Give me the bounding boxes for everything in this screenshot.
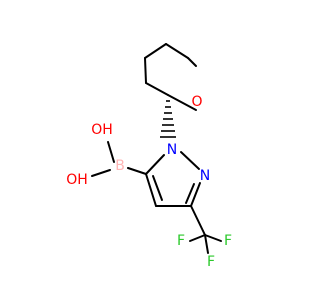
bond-thp-c4-c5 (144, 43, 167, 59)
bond-n1-n2 (180, 151, 200, 170)
atom-labels: O N N B OH OH F F F (66, 94, 232, 270)
atom-f-left: F (177, 233, 185, 249)
bonds (91, 43, 222, 254)
bond-cf3-f-right (204, 234, 222, 242)
bond-n2-c3 (190, 182, 201, 207)
bond-c5-b (127, 167, 147, 175)
bond-c4-c5-double (152, 175, 163, 201)
atom-f-bottom: F (207, 254, 215, 270)
bond-thp-c3-c4 (144, 57, 147, 84)
bond-cf3-f-left (189, 234, 206, 242)
molecule-structure: O N N B OH OH F F F (66, 43, 232, 270)
bond-b-oh-lower (91, 169, 111, 177)
bond-thp-c2-c3 (145, 82, 169, 96)
bond-thp-c5-c6 (165, 43, 189, 59)
stereo-hash-bond (160, 100, 176, 138)
bond-thp-c6-o (187, 57, 197, 67)
atom-oh-lower: OH (66, 172, 88, 188)
atom-n2: N (200, 168, 210, 184)
bond-thp-o-c2 (167, 94, 197, 111)
atom-o-ring: O (191, 94, 202, 110)
bond-b-oh-upper (107, 141, 115, 163)
bond-n2-c3-double (185, 183, 195, 204)
atom-b: B (115, 158, 125, 174)
atom-f-right: F (224, 233, 232, 249)
atom-n1: N (167, 142, 177, 158)
bond-c3-cf3 (190, 205, 206, 236)
bond-c4-c5 (145, 173, 157, 207)
bond-cf3-f-bottom (204, 234, 209, 254)
bond-c5-n1 (145, 154, 165, 175)
atom-oh-upper: OH (91, 122, 113, 138)
